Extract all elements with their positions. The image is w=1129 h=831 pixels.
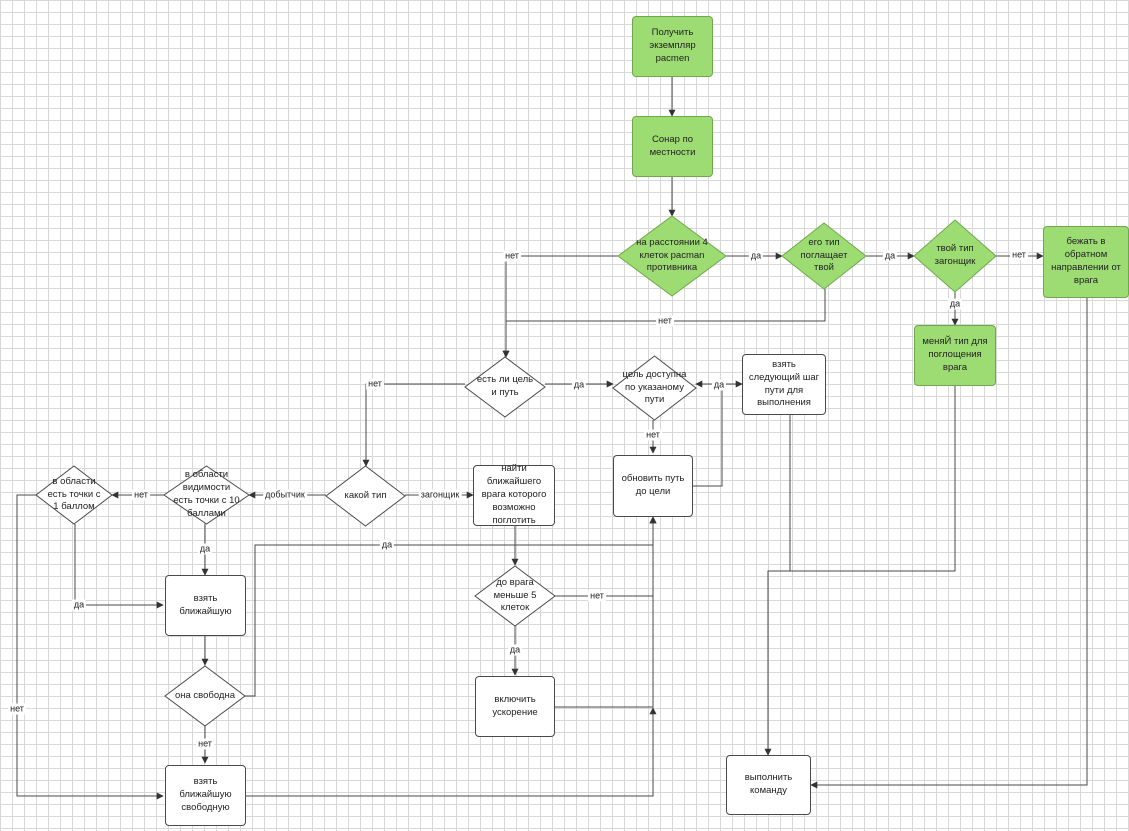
- edge-label-chaser-no: нет: [1010, 249, 1028, 261]
- area1-decision: в области есть точки с 1 баллом: [35, 465, 113, 525]
- within4-label: на расстоянии 4 клеток pacman противника: [636, 236, 708, 274]
- find-enemy-node: найти ближайшего врага которого возможно…: [473, 463, 555, 526]
- edge-label-lt5-yes: да: [507, 644, 523, 656]
- edge-label-within4-yes: да: [748, 250, 764, 262]
- which-type-decision: какой тип: [325, 465, 406, 527]
- goal-reachable-decision: цель доступна по указаному пути: [612, 355, 697, 421]
- update-path-node: обновить путь до цели: [613, 455, 693, 517]
- your-type-chaser-label: твой тип загонщик: [934, 243, 976, 267]
- enable-speed-node: включить ускорение: [475, 676, 555, 737]
- edge-label-hasgoal-yes: да: [571, 379, 587, 391]
- edge-change-to-execute: [764, 386, 956, 756]
- his-type-eats-decision: его тип поглащает твой: [781, 222, 867, 290]
- edge-label-lt5-no: нет: [588, 590, 606, 602]
- edge-lt5-no: [555, 516, 657, 597]
- take-next-step-node: взять следующий шаг пути для выполнения: [742, 354, 826, 415]
- edge-label-histype-yes: да: [882, 250, 898, 262]
- edge-label-area10-no: нет: [132, 489, 150, 501]
- edge-free-yes: [245, 516, 657, 697]
- edge-update-to-reachable: [693, 380, 723, 487]
- edge-label-free-yes: да: [379, 539, 395, 551]
- edge-label-free-no: нет: [196, 738, 214, 750]
- take-nearest-free-node: взять ближайшую свободную: [165, 765, 246, 826]
- edge-label-hasgoal-no: нет: [366, 378, 384, 390]
- edge-label-within4-no: нет: [503, 250, 521, 262]
- edge-label-which-chaser: загонщик: [418, 489, 462, 501]
- edge-area1-yes: [74, 524, 164, 609]
- area10-decision: в области видимости есть точки с 10 балл…: [163, 465, 250, 525]
- edge-area1-no: [16, 494, 164, 800]
- has-goal-decision: есть ли цель и путь: [464, 356, 546, 418]
- run-away-node: бежать в обратном направлении от врага: [1043, 226, 1129, 298]
- edge-runaway-to-execute: [810, 298, 1088, 789]
- has-goal-label: есть ли цель и путь: [476, 374, 534, 398]
- edge-within4-no: [502, 255, 618, 358]
- which-type-label: какой тип: [344, 489, 387, 501]
- your-type-chaser-decision: твой тип загонщик: [913, 219, 997, 293]
- edge-hasgoal-no: [362, 383, 465, 467]
- his-type-eats-label: его тип поглащает твой: [800, 236, 848, 274]
- edge-nextstep-to-execute: [768, 415, 791, 572]
- edge-label-histype-no: нет: [656, 315, 674, 327]
- sonar-node: Сонар по местности: [632, 116, 713, 177]
- execute-node: выполнить команду: [726, 755, 811, 815]
- is-free-label: она свободна: [174, 689, 235, 701]
- edge-label-area1-yes: да: [71, 599, 87, 611]
- area1-label: в области есть точки с 1 баллом: [47, 475, 101, 513]
- within4-decision: на расстоянии 4 клеток pacman противника: [617, 215, 727, 297]
- edge-label-reachable-no: нет: [644, 429, 662, 441]
- edge-label-which-prey: добытчик: [263, 489, 307, 501]
- edge-nearestfree-to-update: [246, 707, 657, 797]
- edge-label-reachable-yes: да: [711, 379, 727, 391]
- change-type-node: меняЙ тип для поглощения врага: [914, 325, 996, 386]
- is-free-decision: она свободна: [164, 665, 246, 727]
- enemy-lt5-label: до врага меньше 5 клеток: [493, 576, 537, 614]
- get-pacman-node: Получить экземпляр pacmen: [632, 16, 713, 77]
- edge-label-area1-no: нет: [8, 703, 26, 715]
- area10-label: в области видимости есть точки с 10 балл…: [173, 469, 240, 519]
- take-nearest-node: взять ближайшую: [165, 575, 246, 636]
- goal-reachable-label: цель доступна по указаному пути: [622, 368, 687, 406]
- edge-label-area10-yes: да: [197, 543, 213, 555]
- enemy-lt5-decision: до врага меньше 5 клеток: [474, 565, 556, 627]
- edge-speed-to-update: [555, 516, 657, 708]
- edge-label-chaser-yes: да: [947, 298, 963, 310]
